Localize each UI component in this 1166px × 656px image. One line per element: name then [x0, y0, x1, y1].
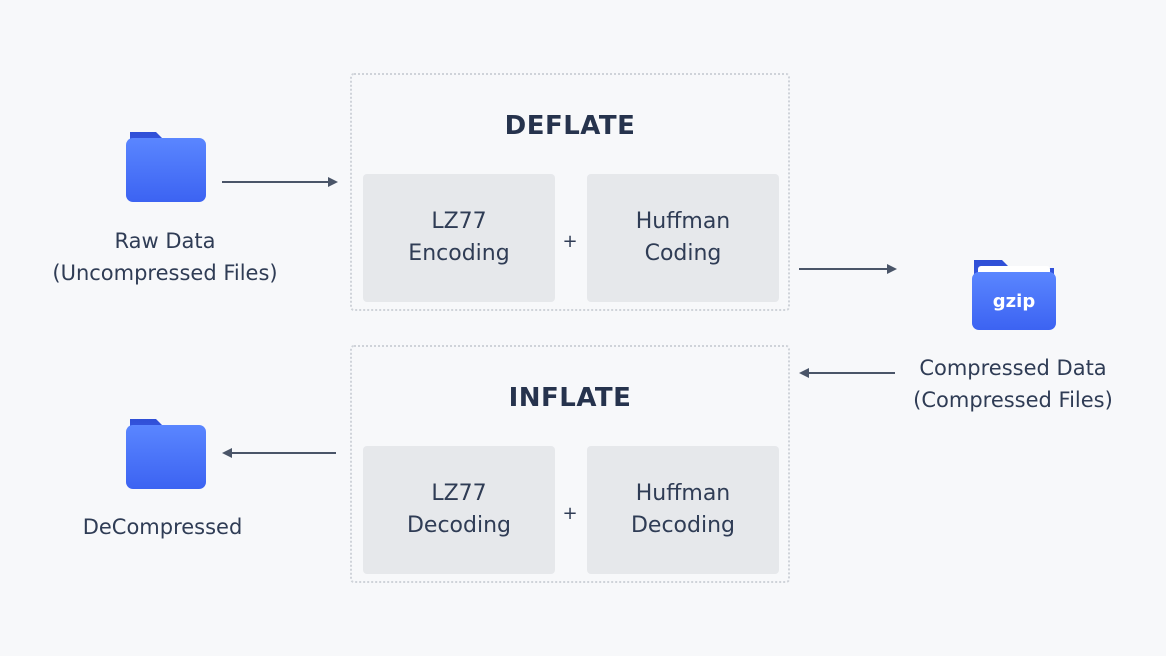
- deflate-title: DEFLATE: [504, 111, 636, 141]
- arrow-inflate-to-decompressed: [222, 448, 336, 458]
- huffman-coding-line1: Huffman: [635, 209, 731, 234]
- arrow-deflate-to-compressed: [799, 264, 897, 274]
- huffman-decoding-line1: Huffman: [635, 481, 731, 506]
- compressed-data-line1: Compressed Data: [919, 356, 1107, 380]
- lz77-encoding-box: LZ77 Encoding: [363, 174, 555, 302]
- huffman-coding-line2: Coding: [644, 241, 722, 266]
- lz77-encoding-line2: Encoding: [408, 241, 510, 266]
- decompressed-folder-icon: [126, 419, 206, 489]
- decompressed-line1: DeCompressed: [82, 515, 243, 539]
- decompressed-label: DeCompressed: [50, 511, 275, 543]
- lz77-decoding-line1: LZ77: [431, 481, 487, 506]
- huffman-decoding-box: Huffman Decoding: [587, 446, 779, 574]
- inflate-title: INFLATE: [508, 383, 632, 413]
- raw-data-line2: (Uncompressed Files): [52, 261, 278, 285]
- lz77-decoding-line2: Decoding: [406, 513, 512, 538]
- gzip-badge-text: gzip: [993, 291, 1036, 312]
- deflate-plus: +: [562, 231, 578, 252]
- inflate-group: INFLATE LZ77 Decoding + Huffman Decoding: [350, 345, 790, 583]
- raw-data-line1: Raw Data: [114, 229, 216, 253]
- huffman-decoding-line2: Decoding: [630, 513, 736, 538]
- compressed-data-label: Compressed Data (Compressed Files): [893, 352, 1133, 416]
- raw-data-folder-icon: [126, 132, 206, 202]
- compressed-data-line2: (Compressed Files): [913, 388, 1113, 412]
- inflate-plus: +: [562, 503, 578, 524]
- gzip-folder-icon: gzip: [972, 260, 1056, 330]
- deflate-group: DEFLATE LZ77 Encoding + Huffman Coding: [350, 73, 790, 311]
- raw-data-label: Raw Data (Uncompressed Files): [40, 225, 290, 289]
- arrow-raw-to-deflate: [222, 177, 338, 187]
- huffman-coding-box: Huffman Coding: [587, 174, 779, 302]
- lz77-encoding-line1: LZ77: [431, 209, 487, 234]
- lz77-decoding-box: LZ77 Decoding: [363, 446, 555, 574]
- arrow-compressed-to-inflate: [799, 368, 895, 378]
